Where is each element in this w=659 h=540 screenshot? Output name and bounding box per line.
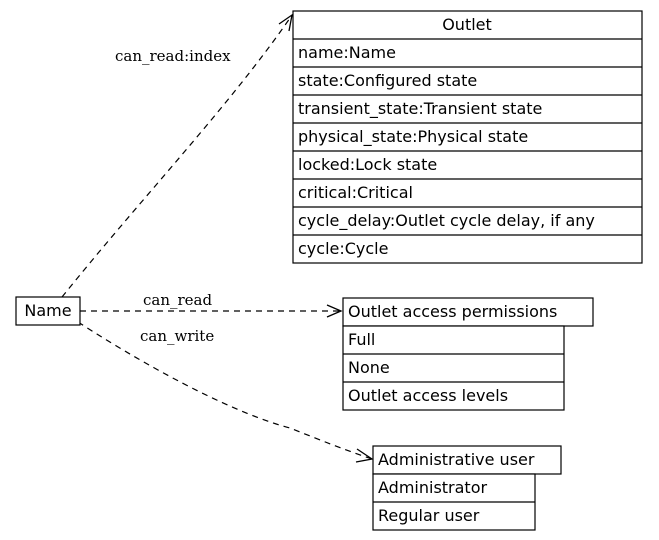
permissions-table: Outlet access permissions Full None Outl… [342,297,594,411]
edge-can-read-index [61,17,291,298]
name-node: Name [15,296,81,326]
permissions-row: Outlet access levels [348,386,508,405]
outlet-row: state:Configured state [298,71,477,90]
permissions-table-header: Outlet access permissions [348,302,557,321]
name-node-label: Name [24,301,71,320]
outlet-row: cycle:Cycle [298,239,388,258]
outlet-row: transient_state:Transient state [298,99,542,119]
edge-label-can-read: can_read [143,291,212,309]
outlet-row: name:Name [298,43,396,62]
arrowhead-can-read-index [278,13,293,32]
permissions-row: None [348,358,390,377]
outlet-table-header: Outlet [442,15,492,34]
admin-row: Regular user [378,506,480,525]
arrowhead-can-write [355,448,374,463]
outlet-row: physical_state:Physical state [298,127,528,147]
edge-can-write [77,321,373,460]
edge-label-can-write: can_write [140,327,214,345]
outlet-row: cycle_delay:Outlet cycle delay, if any [298,211,595,231]
permissions-row: Full [348,330,375,349]
admin-table-header: Administrative user [378,450,535,469]
admin-row: Administrator [378,478,487,497]
edge-label-can-read-index: can_read:index [115,47,231,65]
outlet-row: locked:Lock state [298,155,437,174]
outlet-table: Outlet name:Name state:Configured state … [292,10,643,264]
arrowhead-can-read [326,304,343,318]
admin-table: Administrative user Administrator Regula… [372,445,562,531]
outlet-row: critical:Critical [298,183,413,202]
